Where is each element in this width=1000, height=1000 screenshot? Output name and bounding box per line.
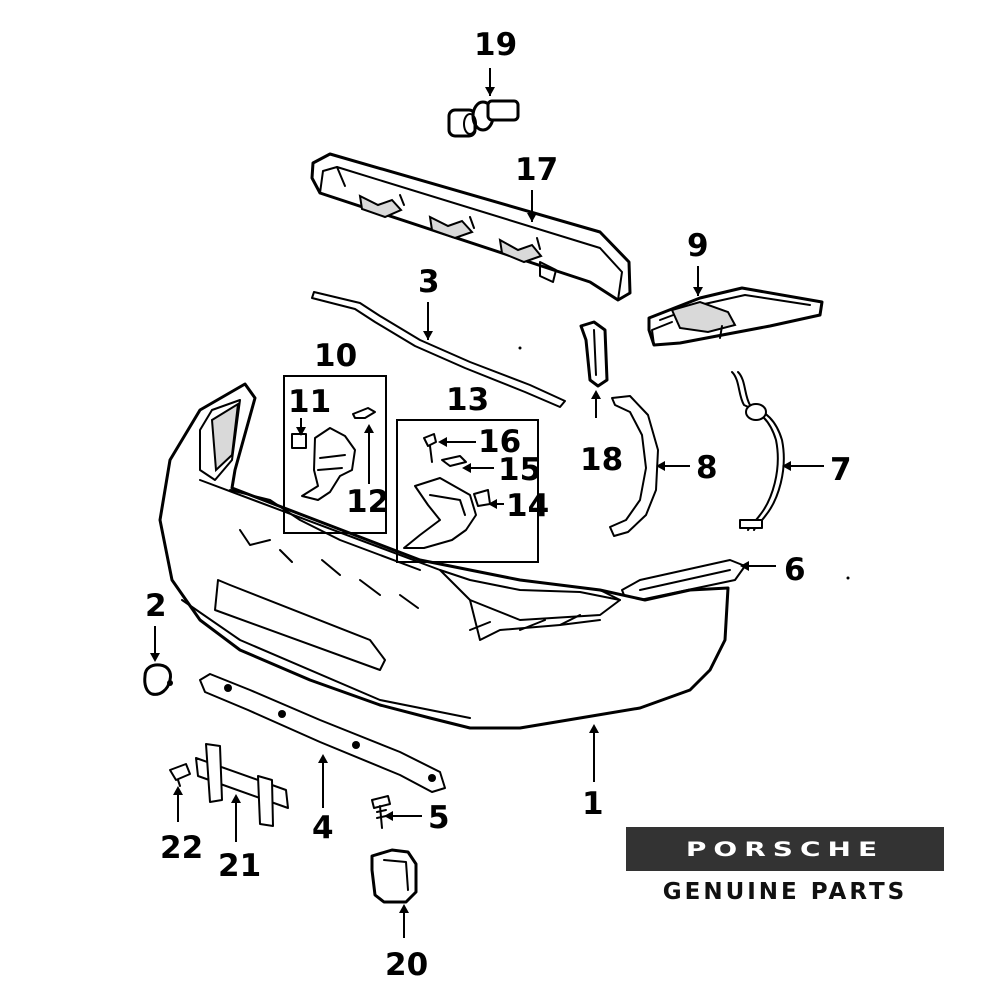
part-8-guide-strip [609, 395, 659, 537]
callout-2: 2 [145, 588, 167, 624]
callout-13: 13 [446, 382, 489, 418]
part-20-cover [370, 848, 418, 904]
callout-6: 6 [784, 552, 806, 588]
inset-box-10 [283, 375, 387, 534]
part-1-bumper-cover [158, 382, 730, 730]
callout-21: 21 [218, 848, 261, 884]
callout-22: 22 [160, 830, 203, 866]
part-3-seal-strip [311, 291, 566, 408]
callout-9: 9 [687, 228, 709, 264]
part-19-clip [447, 99, 520, 138]
callout-16: 16 [478, 424, 521, 460]
callout-19: 19 [474, 27, 517, 63]
part-22-clip [169, 763, 191, 787]
callout-4: 4 [312, 810, 334, 846]
callout-7: 7 [830, 452, 852, 488]
callout-14: 14 [506, 488, 549, 524]
genuine-parts-tagline: GENUINE PARTS [662, 879, 908, 905]
callout-15: 15 [498, 452, 541, 488]
callout-5: 5 [428, 800, 450, 836]
callout-1: 1 [582, 786, 604, 822]
callout-labels: 19 17 3 9 10 11 12 13 16 15 14 18 8 7 6 … [145, 27, 852, 983]
part-9-bracket [647, 286, 824, 347]
leader-lines [150, 68, 824, 938]
part-7-harness [731, 371, 785, 531]
part-21-bracket [195, 743, 289, 827]
porsche-logo-text: PORSCHE [685, 837, 885, 861]
callout-17: 17 [515, 152, 558, 188]
part-17-impact-absorber [310, 152, 632, 302]
callout-18: 18 [580, 442, 623, 478]
part-4-lower-trim [199, 673, 446, 793]
callout-11: 11 [288, 384, 331, 420]
callout-12: 12 [346, 484, 389, 520]
part-18-bracket [579, 320, 609, 388]
part-2-plug [143, 663, 173, 696]
callout-3: 3 [418, 264, 440, 300]
callout-20: 20 [385, 947, 428, 983]
part-5-screw [371, 795, 391, 829]
callout-8: 8 [696, 450, 718, 486]
callout-10: 10 [314, 338, 357, 374]
inset-box-13 [396, 419, 539, 563]
porsche-logo: PORSCHE [626, 827, 944, 871]
porsche-genuine-parts-logo: PORSCHE GENUINE PARTS [626, 827, 944, 909]
